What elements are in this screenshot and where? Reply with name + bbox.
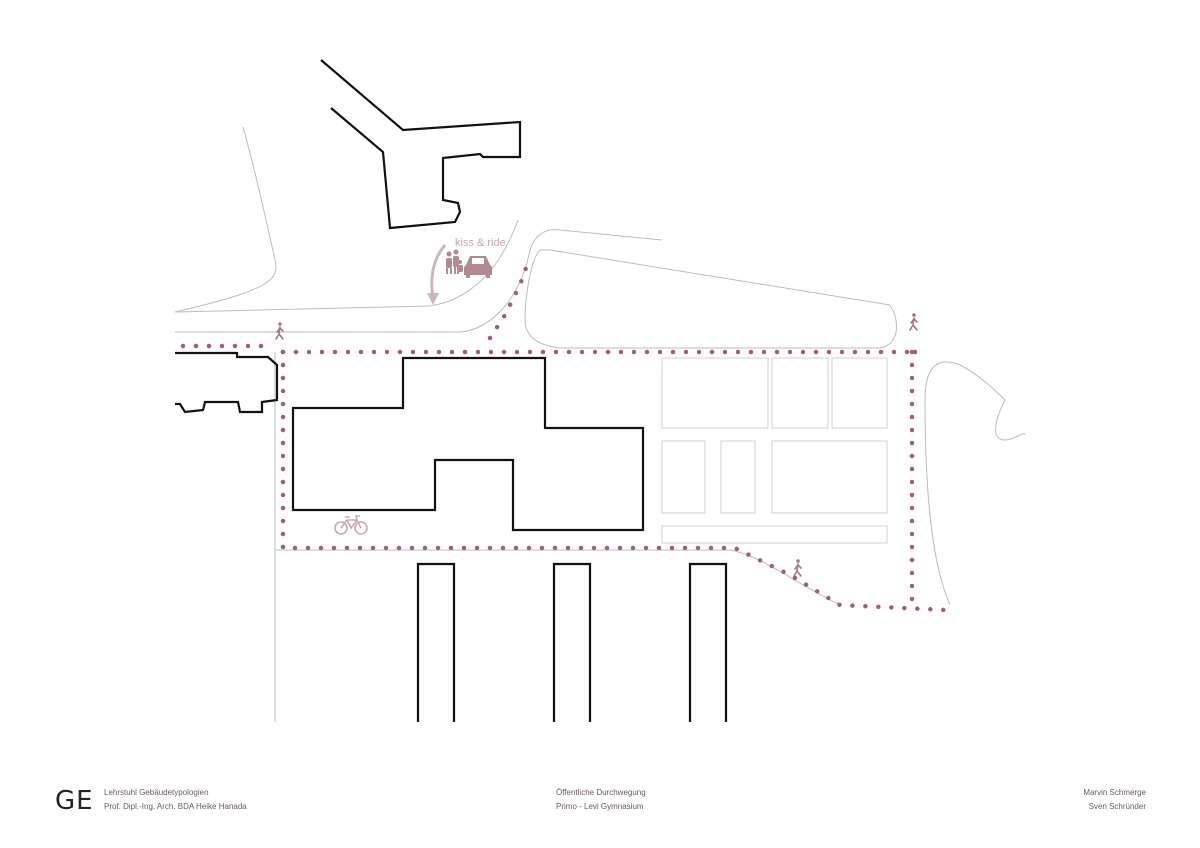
pedestrian-icon — [793, 559, 802, 577]
north-building — [320, 59, 522, 230]
school-building — [291, 356, 645, 532]
pedestrian-icons — [275, 313, 918, 577]
sports-fields — [661, 357, 888, 544]
kiss-ride-label: kiss & ride — [455, 237, 506, 249]
roads — [174, 126, 1026, 722]
public-path — [180, 262, 948, 613]
kiss-ride-arrow-icon — [427, 244, 447, 305]
road-edge — [924, 361, 1026, 606]
author-1: Marvin Schmerge — [1083, 788, 1146, 797]
road-edge — [174, 219, 519, 313]
road-edge — [275, 549, 841, 606]
project-name: Primo - Levi Gymnasium — [556, 802, 644, 811]
south-building-2 — [552, 562, 592, 722]
logo: GE — [55, 786, 94, 816]
buildings — [175, 59, 728, 722]
road-edge — [175, 229, 663, 333]
road-edge — [174, 126, 277, 313]
family-icon — [446, 249, 463, 274]
professor-name: Prof. Dipl.-Ing. Arch. BDA Heike Hanada — [104, 802, 247, 811]
bicycle-icon — [334, 515, 368, 535]
chair-name: Lehrstuhl Gebäudetypologien — [104, 788, 209, 797]
south-building-1 — [416, 562, 456, 722]
pedestrian-icon — [909, 313, 918, 331]
author-2: Sven Schründer — [1088, 802, 1146, 811]
car-icon — [464, 256, 492, 278]
road-island — [524, 249, 898, 349]
sheet-title: Öffentliche Durchwegung — [556, 788, 646, 797]
south-building-3 — [688, 562, 728, 722]
pedestrian-icon — [275, 322, 284, 340]
west-building — [175, 351, 279, 414]
